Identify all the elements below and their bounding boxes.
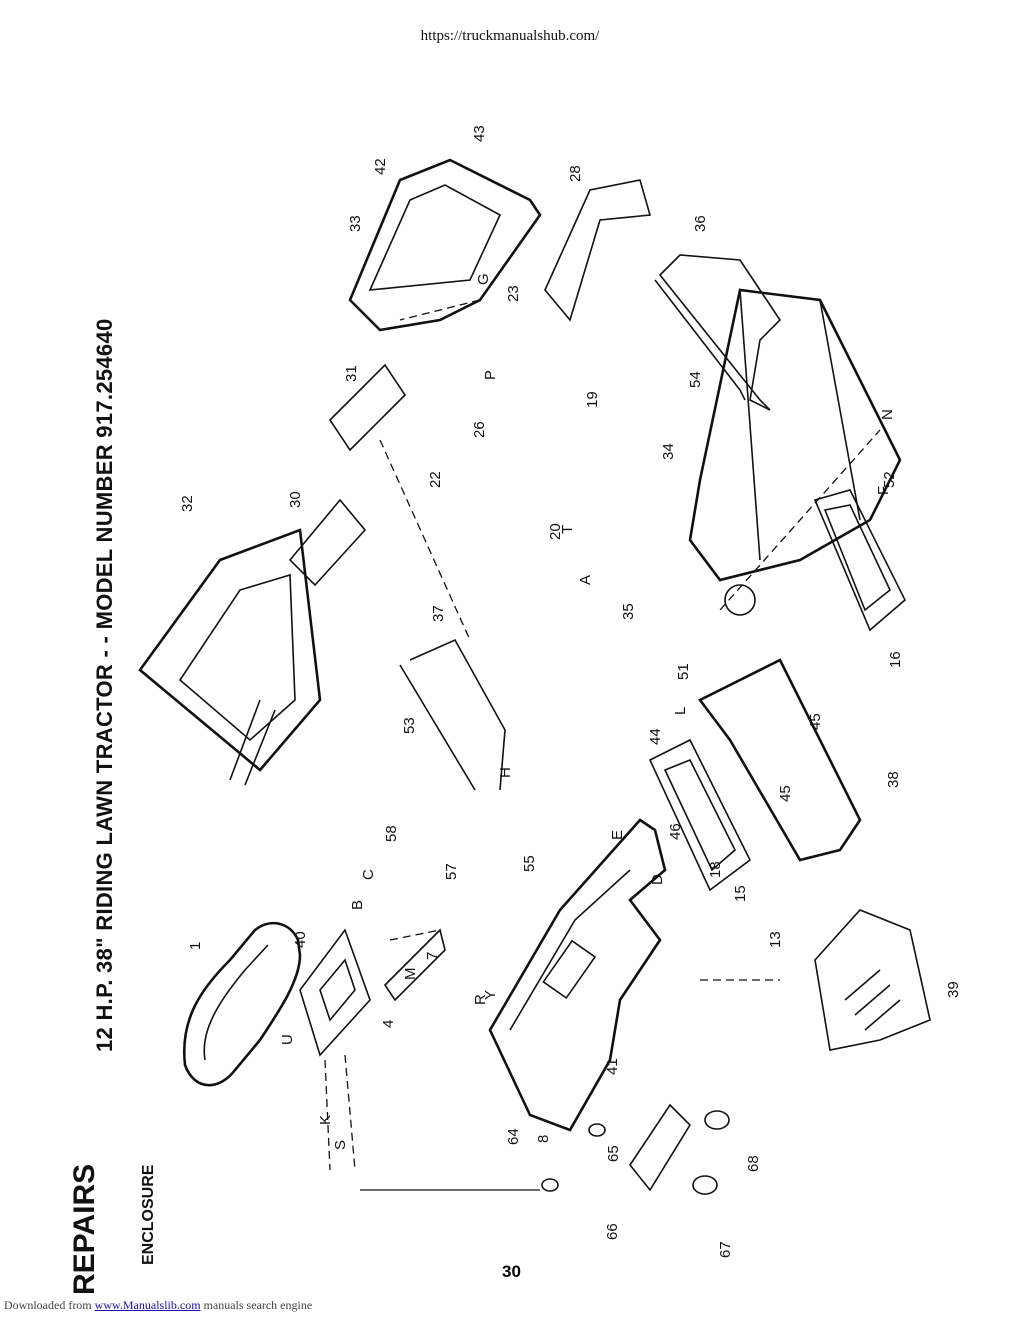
- callout: 45: [807, 713, 824, 730]
- letter-ref: F: [875, 486, 892, 495]
- letter-ref: R: [472, 994, 489, 1005]
- letter-ref: A: [577, 575, 594, 585]
- letter-references: A B C D E F G H K L M N P R S T U Y: [279, 273, 896, 1150]
- letter-ref: T: [559, 525, 576, 534]
- callout: 55: [521, 855, 538, 872]
- callout: 37: [430, 605, 447, 622]
- letter-ref: C: [360, 869, 377, 880]
- letter-ref: D: [649, 874, 666, 885]
- part-side-panel: [654, 254, 782, 411]
- callout: 20: [547, 523, 564, 540]
- callout: 18: [707, 861, 724, 878]
- callout: 40: [292, 931, 309, 948]
- part-grille: [814, 909, 931, 1051]
- footer-suffix: manuals search engine: [200, 1298, 313, 1312]
- callout: 16: [887, 651, 904, 668]
- callout: 26: [471, 421, 488, 438]
- part-support-28: [544, 179, 652, 322]
- callout: 43: [471, 125, 488, 142]
- callout: 13: [767, 931, 784, 948]
- part-step-plate: [648, 738, 752, 892]
- source-url[interactable]: https://truckmanualshub.com/: [420, 28, 600, 44]
- callout: 51: [675, 663, 692, 680]
- callout: 4: [380, 1020, 397, 1028]
- callout: 19: [584, 391, 601, 408]
- callout: 64: [505, 1128, 522, 1145]
- letter-ref: H: [497, 767, 514, 778]
- callout: 28: [567, 165, 584, 182]
- callout: 65: [605, 1145, 622, 1162]
- callout: 35: [620, 603, 637, 620]
- page-number: 30: [502, 1262, 521, 1281]
- part-seat-bracket: [383, 928, 446, 1002]
- callout: 58: [383, 825, 400, 842]
- letter-ref: E: [609, 830, 626, 840]
- callout: 34: [660, 443, 677, 460]
- letter-ref: U: [279, 1034, 296, 1045]
- callout-labels: 1 4 7 8 13 15 16 18 19 20 22 23 26 28 30…: [179, 125, 962, 1258]
- letter-ref: L: [672, 707, 689, 715]
- callout: 45: [777, 785, 794, 802]
- letter-ref: S: [332, 1140, 349, 1150]
- callout: 1: [187, 942, 204, 950]
- callout: 46: [667, 823, 684, 840]
- callout: 44: [647, 728, 664, 745]
- callout: 52: [881, 471, 898, 488]
- part-rod-53: [399, 638, 506, 791]
- callout: 31: [343, 365, 360, 382]
- part-frame: [688, 288, 902, 862]
- callout: 42: [372, 158, 389, 175]
- callout: 8: [535, 1135, 552, 1143]
- part-dash-panel: [348, 158, 542, 332]
- callout: 33: [347, 215, 364, 232]
- letter-ref: B: [349, 900, 366, 910]
- part-mounts: [360, 1103, 730, 1195]
- footer-prefix: Downloaded from: [4, 1298, 95, 1312]
- callout: 68: [745, 1155, 762, 1172]
- letter-ref: P: [482, 370, 499, 380]
- callout: 36: [692, 215, 709, 232]
- part-seat: [182, 921, 302, 1087]
- manualslib-link[interactable]: www.Manualslib.com: [94, 1298, 201, 1312]
- callout: 38: [885, 771, 902, 788]
- callout: 41: [604, 1058, 621, 1075]
- letter-ref: K: [317, 1115, 334, 1125]
- part-seat-pan: [299, 928, 371, 1171]
- part-fender: [488, 818, 667, 1132]
- part-floor-plate: [813, 489, 906, 632]
- letter-ref: Y: [482, 990, 499, 1000]
- callout: 23: [505, 285, 522, 302]
- part-hood: [138, 528, 322, 786]
- callout: 39: [945, 981, 962, 998]
- callout: 15: [732, 885, 749, 902]
- part-hood-brackets: [288, 363, 407, 587]
- callout: 22: [427, 471, 444, 488]
- callout: 66: [604, 1223, 621, 1240]
- callout: 54: [687, 371, 704, 388]
- letter-ref: M: [402, 968, 419, 981]
- footer: Downloaded from www.Manualslib.com manua…: [4, 1298, 312, 1313]
- letter-ref: G: [475, 273, 492, 285]
- assembly-lines: [379, 299, 881, 981]
- callout: 7: [424, 952, 441, 960]
- callout: 57: [443, 863, 460, 880]
- callout: 67: [717, 1241, 734, 1258]
- callout: 32: [179, 495, 196, 512]
- callout: 53: [401, 717, 418, 734]
- letter-ref: N: [879, 409, 896, 420]
- callout: 30: [287, 491, 304, 508]
